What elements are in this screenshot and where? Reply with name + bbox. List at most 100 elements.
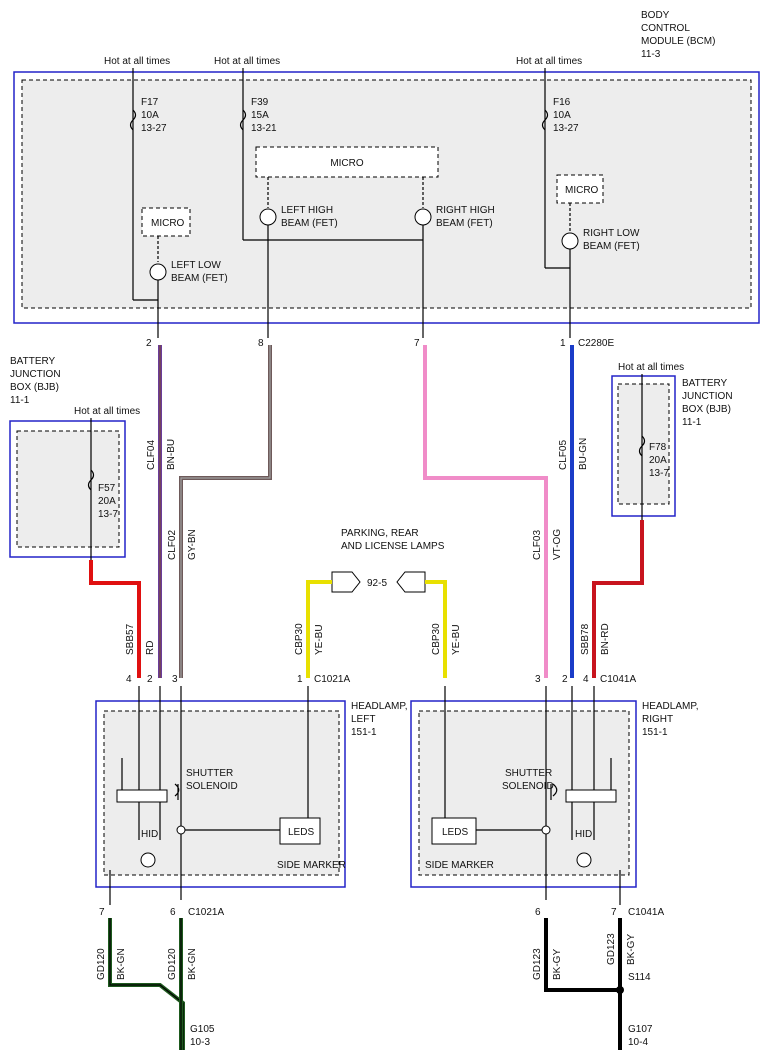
- headlamp-label: LEFT: [351, 714, 375, 725]
- bjb-label: BATTERY: [10, 356, 56, 367]
- circuit-label: CLF02: [167, 530, 178, 560]
- bjb-label: 11-1: [682, 417, 702, 428]
- ground-label: 10-4: [628, 1037, 648, 1048]
- ground-label: 10-3: [190, 1037, 210, 1048]
- shutter-label: SOLENOID: [186, 781, 238, 792]
- wire-clf02: [179, 345, 272, 678]
- pin-label: 1: [560, 338, 566, 349]
- headlamp-label: 151-1: [642, 727, 668, 738]
- pin-label: 4: [583, 674, 589, 685]
- fuse-label: 10A: [553, 110, 571, 121]
- fuse-label: 13-21: [251, 123, 277, 134]
- pin-label: 4: [126, 674, 132, 685]
- fuse-label: 20A: [649, 455, 667, 466]
- wire-color-label: GY-BN: [187, 529, 198, 560]
- fet-label: BEAM (FET): [281, 218, 338, 229]
- leds-box: [279, 817, 321, 845]
- fet-label: RIGHT LOW: [583, 228, 640, 239]
- ground-label: G105: [190, 1024, 215, 1035]
- wire-color-label: YE-BU: [314, 624, 325, 655]
- headlamp-label: 151-1: [351, 727, 377, 738]
- connector-plug-icon: [396, 571, 426, 593]
- circuit-label: CLF04: [146, 440, 157, 470]
- circuit-label: CLF05: [558, 440, 569, 470]
- fet-left-low-icon: [149, 263, 167, 281]
- hid-ballast-icon: [116, 789, 168, 803]
- splice-label: S114: [628, 972, 651, 983]
- fuse-label: 20A: [98, 496, 116, 507]
- wire-color-label: BK-GN: [187, 948, 198, 980]
- bjb-label: 11-1: [10, 395, 30, 406]
- connector-label: C2280E: [578, 338, 614, 349]
- ground-label: G107: [628, 1024, 653, 1035]
- fet-right-low-icon: [561, 232, 579, 250]
- headlamp-label: HEADLAMP,: [642, 701, 699, 712]
- fuse-label: F57: [98, 483, 116, 494]
- circuit-label: GD123: [532, 948, 543, 980]
- wire-sbb78: [592, 520, 644, 678]
- fet-label: LEFT HIGH: [281, 205, 333, 216]
- fuse-label: 13-7: [649, 468, 669, 479]
- fet-label: BEAM (FET): [171, 273, 228, 284]
- bcm-title-line: CONTROL: [641, 23, 690, 34]
- wire-color-label: VT-OG: [552, 529, 563, 560]
- fuse-label: 10A: [141, 110, 159, 121]
- connector-label: C1041A: [600, 674, 636, 685]
- bcm-title-line: MODULE (BCM): [641, 36, 715, 47]
- pin-label: 2: [562, 674, 568, 685]
- wire-color-label: BN-BU: [166, 439, 177, 470]
- pin-label: 6: [170, 907, 176, 918]
- wire-color-label: BU-GN: [578, 438, 589, 470]
- bcm-title-line: 11-3: [641, 49, 661, 60]
- fuse-label: 13-27: [553, 123, 579, 134]
- connector-plug-icon: [331, 571, 361, 593]
- fet-right-high-icon: [414, 208, 432, 226]
- fuse-label: F16: [553, 97, 571, 108]
- circuit-label: GD123: [606, 933, 617, 965]
- connector-label: C1021A: [188, 907, 224, 918]
- bcm-title-line: BODY: [641, 10, 670, 21]
- bjb-label: JUNCTION: [682, 391, 733, 402]
- micro-label: MICRO: [151, 218, 185, 229]
- pin-label: 3: [172, 674, 178, 685]
- wire-color-label: BN-RD: [600, 623, 611, 655]
- pin-label: 8: [258, 338, 264, 349]
- fuse-f16-icon: [541, 109, 549, 131]
- fet-label: BEAM (FET): [436, 218, 493, 229]
- shutter-label: SOLENOID: [502, 781, 554, 792]
- bjb-left-inner: [16, 430, 120, 548]
- headlamp-label: RIGHT: [642, 714, 673, 725]
- micro-label: MICRO: [330, 158, 364, 169]
- wire-cbp30-left: [306, 580, 332, 678]
- bjb-left-outline: [9, 420, 126, 558]
- circuit-label: GD120: [96, 948, 107, 980]
- bcm-inner: [21, 79, 752, 309]
- pin-label: 2: [147, 674, 153, 685]
- leds-box: [431, 817, 477, 845]
- wire-clf03: [423, 345, 548, 678]
- parking-label: AND LICENSE LAMPS: [341, 541, 445, 552]
- hid-ballast-icon: [565, 789, 617, 803]
- parking-ref: 92-5: [367, 578, 387, 589]
- parking-label: PARKING, REAR: [341, 528, 419, 539]
- hid-label: HID: [141, 829, 158, 840]
- fuse-label: 15A: [251, 110, 269, 121]
- headlamp-left-outline: [95, 700, 346, 888]
- headlamp-label: HEADLAMP,: [351, 701, 408, 712]
- wire-cbp30-right: [425, 580, 447, 678]
- fuse-f17-icon: [129, 109, 137, 131]
- side-marker-label: SIDE MARKER: [277, 860, 346, 871]
- bjb-label: JUNCTION: [10, 369, 61, 380]
- bjb-label: BOX (BJB): [10, 382, 59, 393]
- wire-color-label: BK-GY: [552, 949, 563, 980]
- fuse-label: 13-27: [141, 123, 167, 134]
- wire-gd123-a: [544, 918, 620, 992]
- fuse-label: 13-7: [98, 509, 118, 520]
- bcm-title: BODY CONTROL MODULE (BCM) 11-3: [641, 10, 715, 60]
- fuse-label: F39: [251, 97, 269, 108]
- pin-label: 3: [535, 674, 541, 685]
- pin-label: 7: [414, 338, 420, 349]
- hid-bulb-icon: [140, 852, 156, 868]
- hot-label: Hot at all times: [104, 56, 170, 67]
